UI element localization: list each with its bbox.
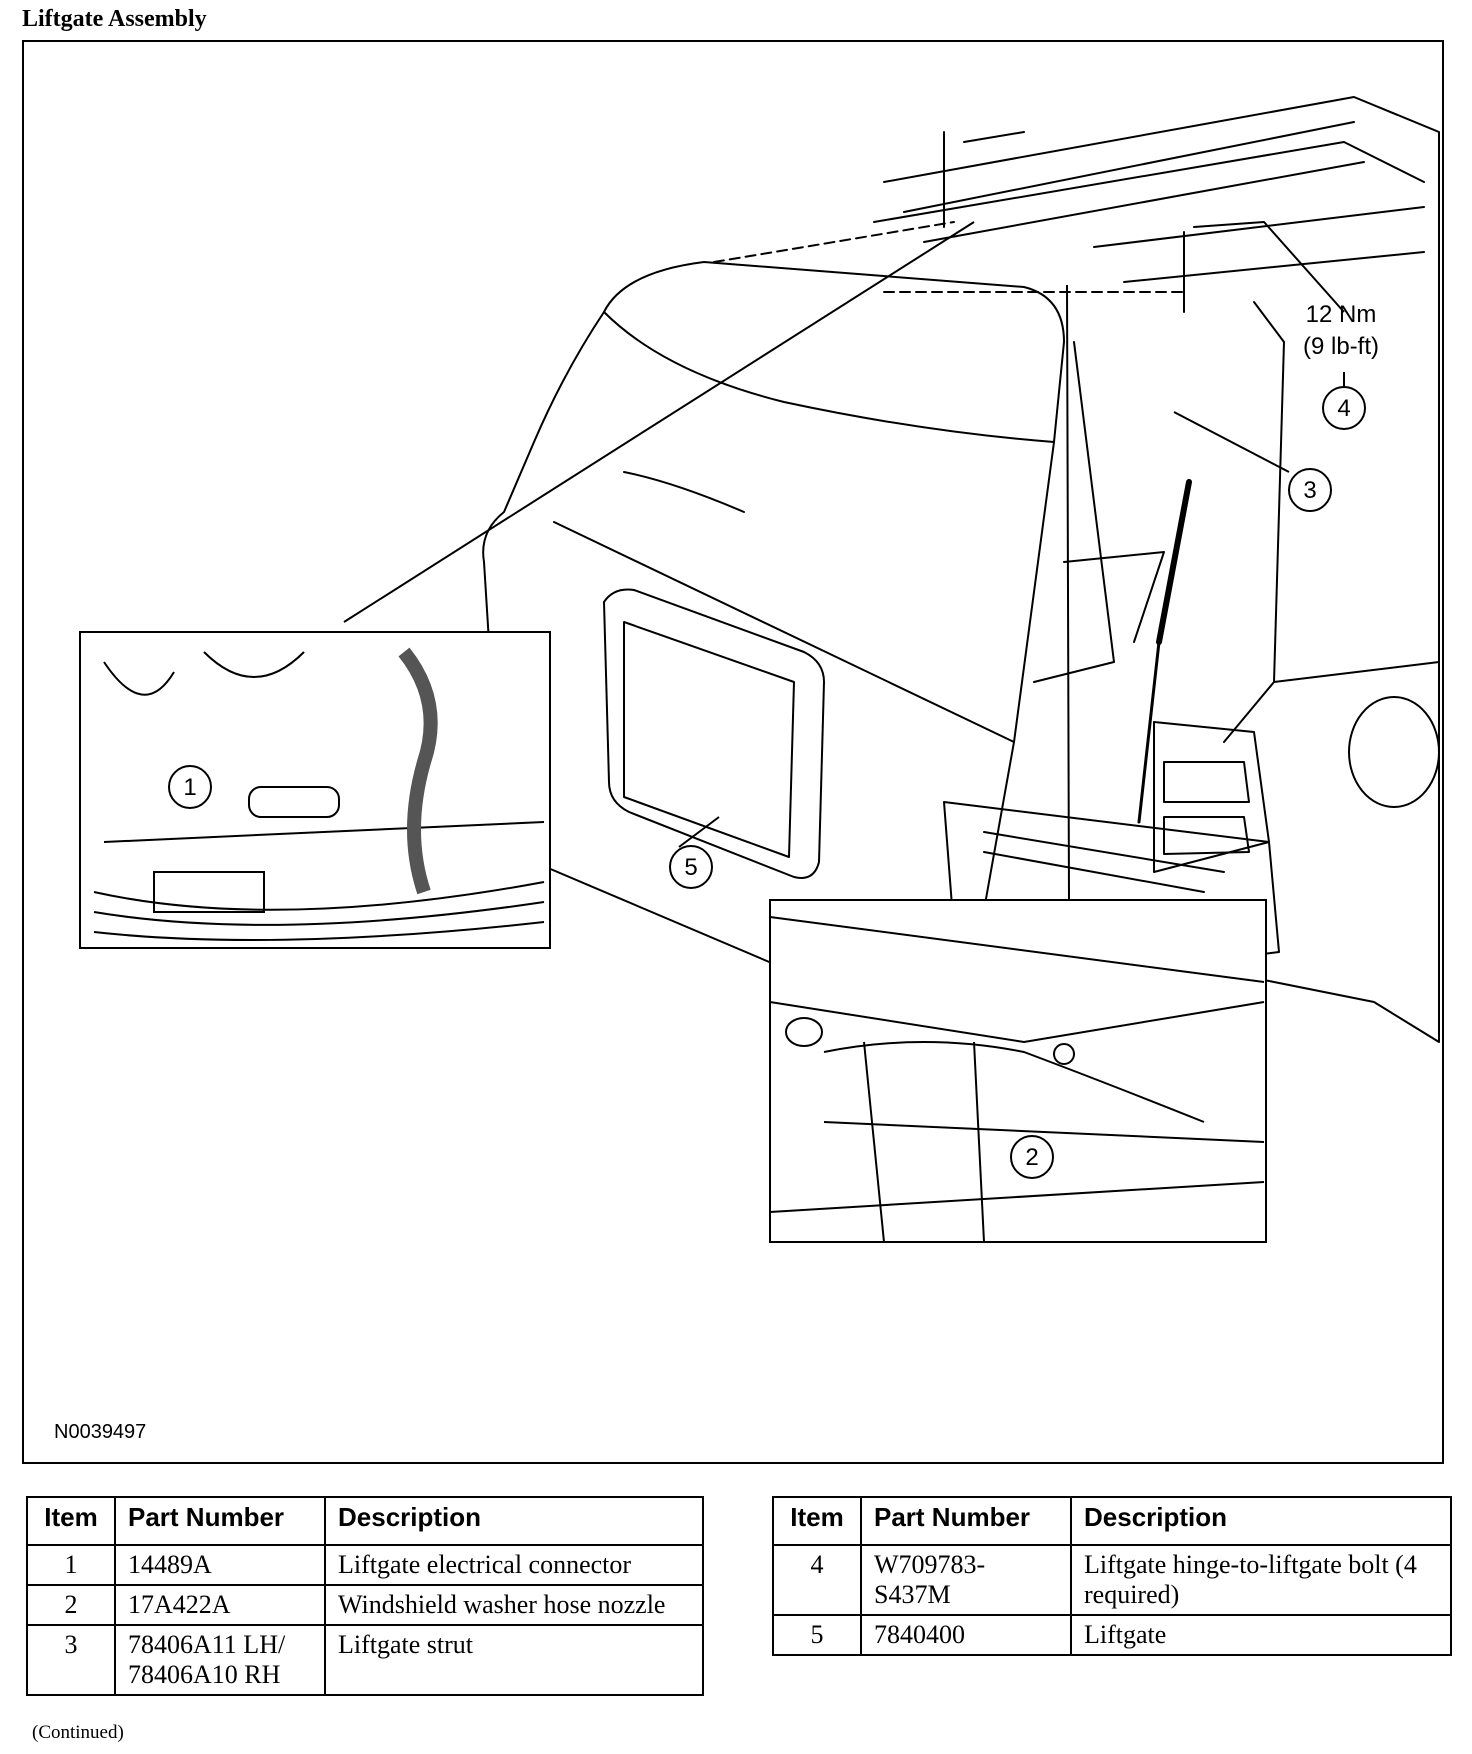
part-number-cell: 14489A — [114, 1544, 326, 1586]
item-cell: 3 — [26, 1624, 116, 1696]
callout-2-label: 2 — [1025, 1144, 1038, 1171]
figure-code: N0039497 — [54, 1421, 146, 1443]
parts-table-right: Item Part Number Description 4 W709783- … — [772, 1496, 1452, 1656]
callout-2-circle — [1010, 1135, 1054, 1179]
spoiler-lower-edge — [603, 311, 1055, 443]
liftgate-strut-rod — [1137, 640, 1161, 824]
leader-line-detail-1 — [343, 221, 975, 623]
fuel-door — [1348, 696, 1440, 808]
glass-lower-edge — [553, 521, 1015, 743]
illustration-svg: 1 2 3 4 5 12 Nm (9 lb-ft) N0039497 — [54, 96, 1440, 1443]
parts-table-left: Item Part Number Description 1 14489A Li… — [26, 1496, 704, 1696]
tail-lamp — [1153, 721, 1270, 873]
detail-nozzle-inset — [769, 899, 1267, 1243]
torque-imperial: (9 lb-ft) — [1303, 333, 1379, 360]
callout-5-label: 5 — [684, 854, 697, 881]
table-row: 5 7840400 Liftgate — [772, 1614, 1452, 1656]
roof-rail-1 — [873, 141, 1425, 223]
header-part-number: Part Number — [114, 1496, 326, 1546]
item-cell: 4 — [772, 1544, 862, 1616]
item-cell: 1 — [26, 1544, 116, 1586]
callout-3-label: 3 — [1303, 477, 1316, 504]
description-cell: Liftgate electrical connector — [324, 1544, 704, 1586]
page-title: Liftgate Assembly — [22, 6, 207, 32]
description-cell: Liftgate — [1070, 1614, 1452, 1656]
leader-line-callout-3 — [1173, 411, 1290, 473]
continued-note: (Continued) — [32, 1722, 124, 1743]
callout-4-circle — [1322, 386, 1366, 430]
leader-line-torque — [1263, 221, 1345, 313]
table-row: 3 78406A11 LH/ 78406A10 RH Liftgate stru… — [26, 1624, 704, 1696]
table-row: 1 14489A Liftgate electrical connector — [26, 1544, 704, 1586]
callout-4-label: 4 — [1337, 395, 1350, 422]
cargo-opening-edge — [1033, 341, 1115, 683]
item-cell: 2 — [26, 1584, 116, 1626]
callout-1-label: 1 — [183, 774, 196, 801]
table-header-row: Item Part Number Description — [26, 1496, 704, 1546]
header-description: Description — [324, 1496, 704, 1546]
tail-lamp-inner-2 — [1163, 816, 1250, 855]
roof-rail-3 — [923, 161, 1365, 243]
callout-5-circle — [669, 845, 713, 889]
torque-value: 12 Nm — [1306, 301, 1377, 328]
item-cell: 5 — [772, 1614, 862, 1656]
callout-1-circle — [168, 765, 212, 809]
tail-lamp-inner-1 — [1163, 761, 1250, 803]
header-item: Item — [26, 1496, 116, 1546]
leader-line-detail-2 — [1066, 284, 1070, 903]
description-cell: Windshield washer hose nozzle — [324, 1584, 704, 1626]
hinge-bolt-left-2 — [963, 131, 1025, 143]
roof-rail-4 — [1093, 206, 1425, 248]
table-header-row: Item Part Number Description — [772, 1496, 1452, 1546]
description-cell: Liftgate hinge-to-liftgate bolt (4 requi… — [1070, 1544, 1452, 1616]
part-number-cell: W709783- S437M — [860, 1544, 1072, 1616]
bumper-slot-2 — [983, 851, 1205, 893]
leader-line-callout-5 — [678, 816, 720, 848]
header-item: Item — [772, 1496, 862, 1546]
detail-connector-inset — [79, 631, 551, 949]
d-pillar — [1223, 301, 1285, 743]
hinge-bolt-right-2 — [1193, 221, 1265, 228]
hinge-dashed-left — [713, 221, 955, 263]
license-plate-inner — [623, 621, 795, 858]
wiper-arm — [623, 471, 745, 513]
part-number-cell: 7840400 — [860, 1614, 1072, 1656]
liftgate-assembly-illustration: 1 2 3 4 5 12 Nm (9 lb-ft) N0039497 — [22, 40, 1444, 1464]
bumper-slot-1 — [983, 831, 1225, 873]
liftgate-strut-body — [1156, 479, 1192, 645]
body-crease — [1273, 661, 1440, 683]
roof-rail-2 — [903, 121, 1355, 213]
roof-rail-5 — [1123, 251, 1425, 283]
header-description: Description — [1070, 1496, 1452, 1546]
table-row: 2 17A422A Windshield washer hose nozzle — [26, 1584, 704, 1626]
cargo-floor — [1063, 551, 1165, 643]
callout-3-circle — [1288, 468, 1332, 512]
part-number-cell: 17A422A — [114, 1584, 326, 1626]
header-part-number: Part Number — [860, 1496, 1072, 1546]
part-number-cell: 78406A11 LH/ 78406A10 RH — [114, 1624, 326, 1696]
license-plate-recess — [603, 588, 825, 879]
table-row: 4 W709783- S437M Liftgate hinge-to-liftg… — [772, 1544, 1452, 1616]
liftgate-outline — [482, 261, 1065, 1035]
description-cell: Liftgate strut — [324, 1624, 704, 1696]
